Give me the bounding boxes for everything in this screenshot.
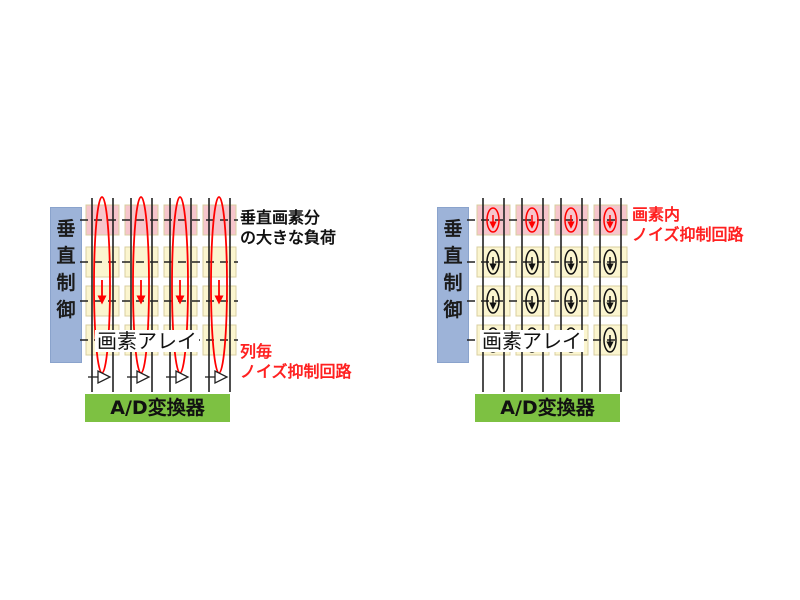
in-pixel-loop (525, 249, 539, 275)
in-pixel-loop (603, 288, 617, 314)
vertical-control-left: 垂 直 制 御 (50, 207, 82, 363)
note-load-line1: 垂直画素分 (240, 208, 321, 227)
in-pixel-loop (486, 288, 500, 314)
vctrl-char: 制 (443, 272, 463, 294)
adc-block-left: A/D変換器 (85, 394, 230, 422)
in-pixel-loop (564, 288, 578, 314)
pixel-array-label-left: 画素アレイ (95, 329, 199, 353)
in-pixel-loop (603, 327, 617, 353)
vctrl-char: 制 (56, 272, 76, 294)
note-pixel-circuit-line2: ノイズ抑制回路 (632, 225, 744, 244)
in-pixel-loop (486, 207, 500, 233)
pixel-array-label-right: 画素アレイ (480, 329, 584, 353)
in-pixel-loop (603, 207, 617, 233)
in-pixel-loop (525, 288, 539, 314)
vctrl-char: 直 (443, 245, 463, 267)
vctrl-char: 垂 (443, 218, 463, 240)
in-pixel-loop (603, 249, 617, 275)
adc-block-right: A/D変換器 (475, 394, 620, 422)
in-pixel-loop (486, 249, 500, 275)
in-pixel-loop (564, 207, 578, 233)
vctrl-char: 御 (56, 299, 76, 321)
note-load-line2: の大きな負荷 (240, 228, 337, 247)
note-column-circuit-line1: 列毎 (240, 342, 273, 361)
vctrl-char: 直 (56, 245, 76, 267)
vertical-control-right: 垂 直 制 御 (437, 207, 469, 363)
in-pixel-loop (525, 207, 539, 233)
vctrl-char: 御 (443, 299, 463, 321)
note-column-circuit-line2: ノイズ抑制回路 (240, 362, 352, 381)
vctrl-char: 垂 (56, 218, 76, 240)
note-pixel-circuit-line1: 画素内 (632, 205, 681, 224)
in-pixel-loop (564, 249, 578, 275)
